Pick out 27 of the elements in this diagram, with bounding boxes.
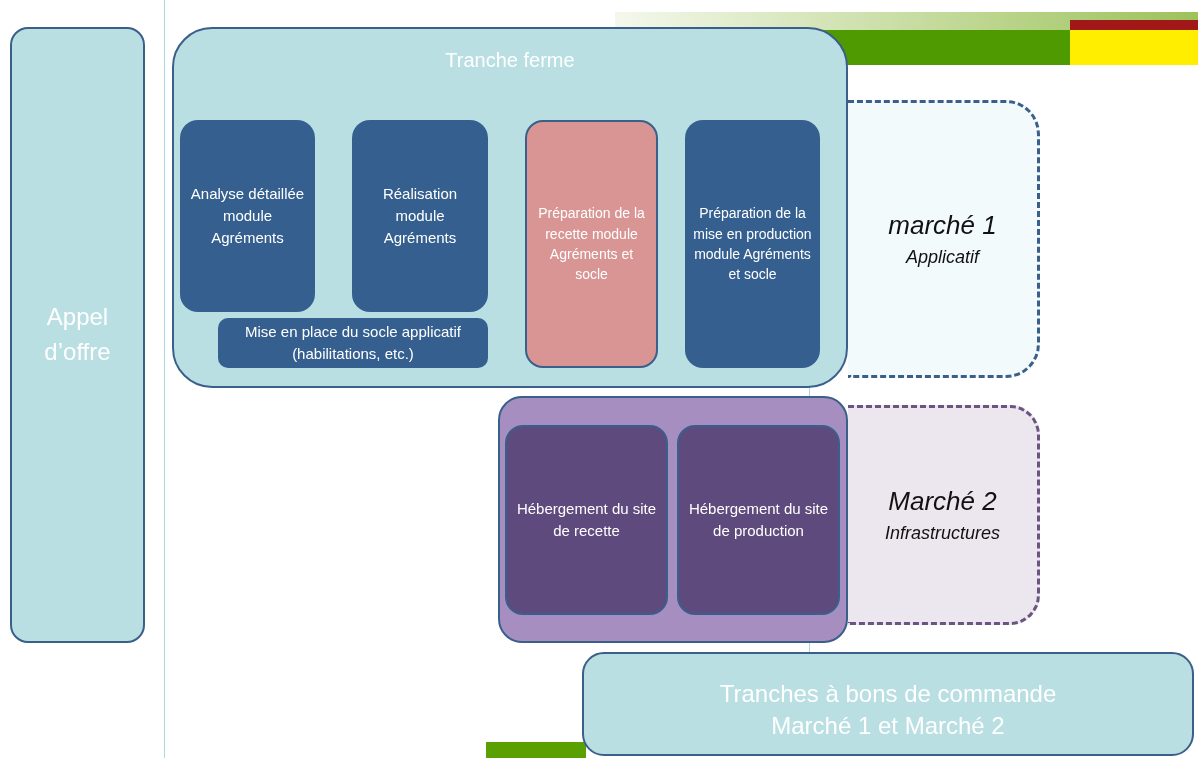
region-subtitle: Applicatif (905, 247, 979, 268)
phase-box (10, 27, 145, 643)
box-label: Hébergement du site de recette (515, 499, 658, 541)
box-title: Tranches à bons de commande Marché 1 et Marché 2 (718, 679, 1058, 742)
task-box (218, 318, 488, 368)
box-label: Appel d’offre (43, 302, 112, 367)
region-title: marché 1 (888, 210, 997, 241)
dashed-region (848, 405, 1040, 625)
dashed-region (848, 100, 1040, 378)
task-box (505, 425, 668, 615)
task-box (525, 120, 658, 368)
box-label: Préparation de la mise en production module Agréments et socle (692, 204, 813, 285)
region-title: Marché 2 (888, 486, 997, 517)
task-box (180, 120, 315, 312)
box-label: Analyse détaillée module Agréments (189, 184, 306, 248)
box-label: Préparation de la recette module Agréments et socle (537, 204, 646, 285)
container-box (172, 27, 848, 388)
box-label: Hébergement du site de production (687, 499, 830, 541)
box-label: Réalisation module Agréments (381, 184, 459, 248)
phase-box (582, 652, 1194, 756)
task-box (685, 120, 820, 368)
task-box (352, 120, 488, 312)
task-box (677, 425, 840, 615)
container-box (498, 396, 848, 643)
region-subtitle: Infrastructures (884, 523, 1000, 544)
box-label: Mise en place du socle applicatif (habilitations, etc.) (244, 322, 462, 364)
box-title: Tranche ferme (444, 48, 576, 73)
